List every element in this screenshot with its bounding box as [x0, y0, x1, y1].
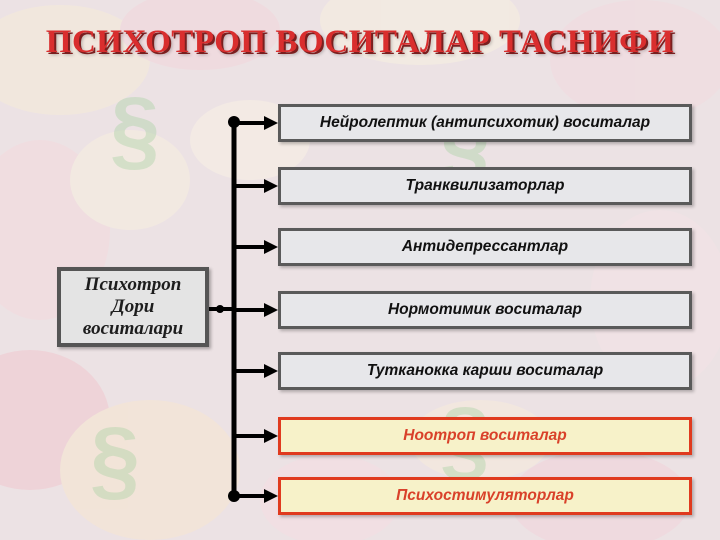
- branch-label: Психостимуляторлар: [396, 487, 574, 504]
- branch-nootropic: Ноотроп воситалар: [278, 417, 692, 455]
- slide-title: ПСИХОТРОП ВОСИТАЛАР ТАСНИФИ: [45, 24, 675, 60]
- branch-psychostimulants: Психостимуляторлар: [278, 477, 692, 515]
- root-line-3: воситалари: [82, 318, 184, 339]
- svg-text:§: §: [90, 410, 140, 510]
- branch-label: Ноотроп воситалар: [403, 427, 567, 444]
- branch-anticonvulsant: Тутканокка карши воситалар: [278, 352, 692, 390]
- branch-antidepressants: Антидепрессантлар: [278, 228, 692, 266]
- root-line-2: Дори: [111, 296, 155, 317]
- branch-label: Антидепрессантлар: [401, 238, 569, 255]
- branch-tranquilizers: Транквилизаторлар: [278, 167, 692, 205]
- branch-normothymic: Нормотимик воситалар: [278, 291, 692, 329]
- svg-text:§: §: [110, 80, 160, 180]
- branch-neuroleptic: Нейролептик (антипсихотик) воситалар: [278, 104, 692, 142]
- branch-label: Нейролептик (антипсихотик) воситалар: [319, 114, 651, 131]
- root-node: Психотроп Дори воситалари: [57, 267, 209, 347]
- branch-label: Транквилизаторлар: [405, 177, 565, 194]
- branch-label: Тутканокка карши воситалар: [366, 362, 604, 379]
- branch-label: Нормотимик воситалар: [387, 301, 583, 318]
- root-line-1: Психотроп: [84, 274, 182, 295]
